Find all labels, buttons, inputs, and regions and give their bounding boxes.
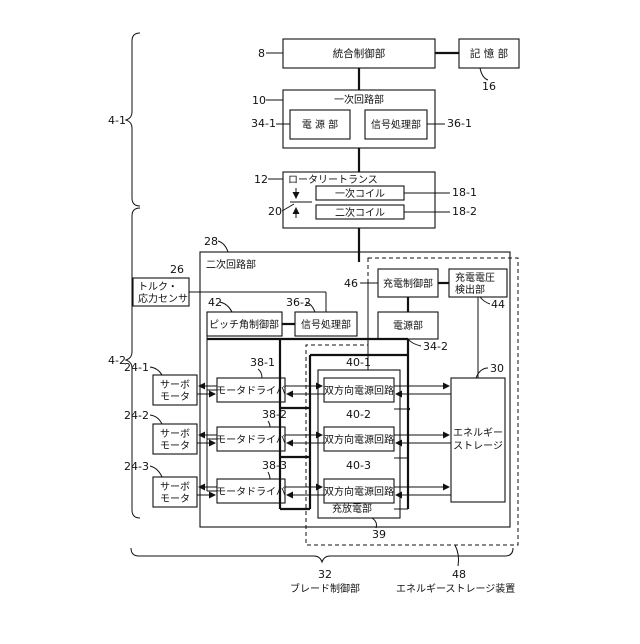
torque-sensor-label-2: 応力センサ [138,292,188,305]
signal-processing-primary-label: 信号処理部 [371,118,421,131]
energy-storage-label-1: エネルギー [453,427,503,439]
servo-motor-2-label-1: サーボ [160,428,190,440]
servo-motor-2-label-2: モータ [160,440,190,452]
ref-38-2: 38-2 [262,408,287,421]
energy-storage-block [451,378,505,502]
ref-44: 44 [491,298,505,311]
ref-24-2: 24-2 [124,409,149,422]
ref-30: 30 [490,362,504,375]
brace-4-1 [126,33,140,206]
charge-voltage-detect-label-1: 充電電圧 [455,271,495,284]
torque-sensor-label-1: トルク・ [138,281,178,293]
signal-processing-secondary-label: 信号処理部 [301,318,351,331]
energy-storage-device-label: エネルギーストレージ装置 [396,582,515,595]
ref-34-1: 34-1 [251,117,276,130]
bidirectional-power-2-label: 双方向電源回路 [324,433,394,446]
primary-circuit-label: 一次回路部 [334,93,384,106]
servo-motor-3-label-2: モータ [160,493,190,505]
bidirectional-power-circuit-3: 双方向電源回路 [324,479,394,503]
ref-38-3: 38-3 [262,459,287,472]
primary-coil-label: 一次コイル [335,187,385,200]
ref-16: 16 [482,80,496,93]
ref-8: 8 [258,47,265,60]
ref-40-3: 40-3 [346,459,371,472]
ref-40-2: 40-2 [346,408,371,421]
ref-38-1: 38-1 [250,356,275,369]
motor-driver-1-label: モータドライバ [216,385,286,397]
ref-28: 28 [204,235,218,248]
ref-34-2: 34-2 [423,340,448,353]
motor-driver-2-label: モータドライバ [216,434,286,446]
bidirectional-power-1-label: 双方向電源回路 [324,384,394,397]
brace-32 [131,548,513,562]
ref-36-1: 36-1 [447,117,472,130]
ref-18-2: 18-2 [452,205,477,218]
servo-motor-1-label-2: モータ [160,391,190,403]
rotary-transformer-label: ロータリートランス [288,174,378,186]
storage-label: 記 憶 部 [470,47,508,60]
charge-voltage-detect-label-2: 検出部 [455,283,485,296]
power-unit-primary-label: 電 源 部 [302,118,338,131]
power-unit-secondary-label: 電源部 [393,319,423,332]
blade-control-label: ブレード制御部 [290,582,360,595]
secondary-circuit-label: 二次回路部 [206,258,256,271]
ref-46: 46 [344,277,358,290]
motor-driver-3-label: モータドライバ [216,486,286,498]
ref-39: 39 [372,528,386,541]
charge-discharge-label: 充放電部 [332,502,372,515]
ref-10: 10 [252,94,266,107]
bidirectional-power-circuit-1: 双方向電源回路 [324,378,394,402]
bidirectional-power-circuit-2: 双方向電源回路 [324,427,394,451]
pitch-control-label: ピッチ角制御部 [209,318,279,331]
ref-20: 20 [268,205,282,218]
motor-driver-3: モータドライバ [216,479,286,503]
charge-control-label: 充電制御部 [383,277,433,290]
ref-26: 26 [170,263,184,276]
motor-driver-1: モータドライバ [216,378,286,402]
energy-storage-label-2: ストレージ [453,441,503,452]
integrated-control-label: 統合制御部 [333,47,386,60]
motor-driver-2: モータドライバ [216,427,286,451]
servo-motor-1-label-1: サーボ [160,379,190,391]
servo-motor-2: サーボ モータ [153,424,197,454]
secondary-coil-label: 二次コイル [335,206,385,219]
ref-12: 12 [254,173,268,186]
ref-40-1: 40-1 [346,356,371,369]
ref-4-1: 4-1 [108,114,126,127]
ref-24-3: 24-3 [124,460,149,473]
ref-42: 42 [208,296,222,309]
ref-18-1: 18-1 [452,186,477,199]
servo-motor-1: サーボ モータ [153,375,197,405]
ref-32: 32 [318,568,332,581]
servo-motor-3: サーボ モータ [153,477,197,507]
servo-motor-3-label-1: サーボ [160,481,190,493]
ref-48: 48 [452,568,466,581]
ref-24-1: 24-1 [124,361,149,374]
bidirectional-power-3-label: 双方向電源回路 [324,485,394,498]
